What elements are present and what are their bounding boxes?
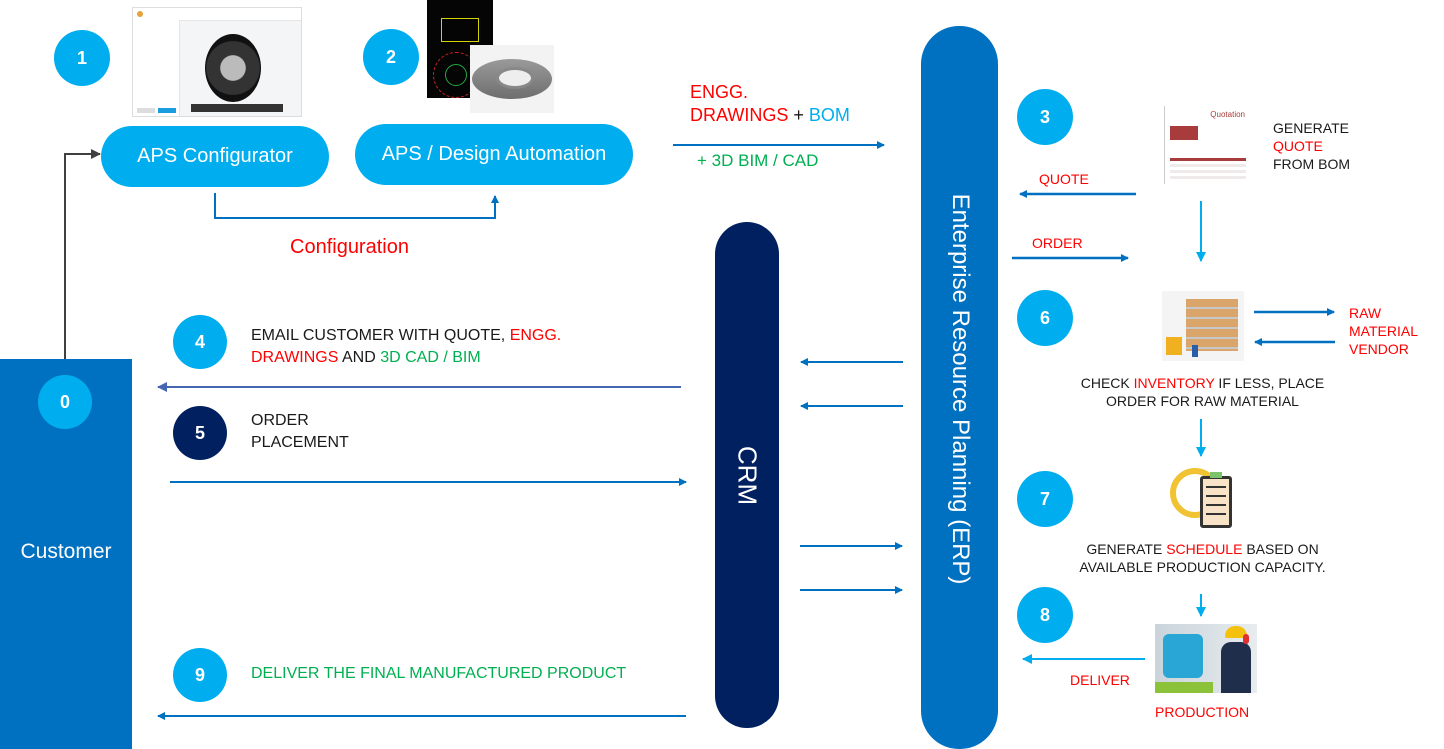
schedule-icon [1166,464,1242,530]
schedule-text: SCHEDULE [1166,541,1243,557]
generate-schedule-label: GENERATE SCHEDULE BASED ON AVAILABLE PRO… [1060,540,1345,576]
arrow-customer-to-configurator [64,149,101,359]
vendor-text: VENDOR [1349,341,1409,357]
email-engg-text: ENGG. [509,327,562,344]
deliver-arrow-label: DELIVER [1070,672,1130,688]
step-3-badge: 3 [1017,89,1073,145]
email-drawings-text: DRAWINGS [251,349,339,366]
check-rest-text: IF LESS, PLACE [1214,375,1325,391]
from-bom-text: FROM BOM [1273,156,1350,172]
order-arrow-label: ORDER [1032,235,1083,251]
drawings-text: DRAWINGS [690,105,789,125]
step-4-badge: 4 [173,315,227,369]
sched-rest-text: BASED ON [1242,541,1319,557]
email-customer-label: EMAIL CUSTOMER WITH QUOTE, ENGG. DRAWING… [251,325,561,369]
customer-label: Customer [20,540,112,563]
aps-design-automation-button[interactable]: APS / Design Automation [355,124,633,185]
generate-quote-label: GENERATE QUOTE FROM BOM [1273,119,1350,173]
engg-drawings-bom-label: ENGG. DRAWINGS + BOM [690,81,850,127]
bom-text: BOM [808,105,850,125]
inventory-text: INVENTORY [1133,375,1215,391]
bim-cad-label: + 3D BIM / CAD [697,151,819,170]
quote-arrow-label: QUOTE [1039,171,1089,187]
email-part1-text: EMAIL CUSTOMER WITH QUOTE, [251,327,510,344]
step-5-badge: 5 [173,406,227,460]
step-0-badge: 0 [38,375,92,429]
sched-line2-text: AVAILABLE PRODUCTION CAPACITY. [1079,559,1326,575]
check-text: CHECK [1080,375,1134,391]
gen-sched-text: GENERATE [1086,541,1167,557]
raw-text: RAW [1349,305,1382,321]
warehouse-image [1162,291,1244,361]
quotation-title: Quotation [1210,110,1245,119]
generate-text: GENERATE [1273,120,1349,136]
step-7-badge: 7 [1017,471,1073,527]
erp-block[interactable] [921,26,998,749]
aps-configurator-button[interactable]: APS Configurator [101,126,329,187]
order-line1-text: ORDER [251,412,309,429]
step-6-badge: 6 [1017,290,1073,346]
check-line2-text: ORDER FOR RAW MATERIAL [1106,393,1299,409]
email-and-text: AND [338,349,381,366]
configurator-screenshot-image [132,7,302,117]
step-8-badge: 8 [1017,587,1073,643]
raw-material-vendor-label: RAW MATERIAL VENDOR [1349,304,1418,358]
production-label: PRODUCTION [1155,704,1250,720]
arrow-configuration [214,193,499,219]
email-cad-text: 3D CAD / BIM [380,349,481,366]
plus-text: + [788,105,809,125]
material-text: MATERIAL [1349,323,1418,339]
crm-block[interactable] [715,222,779,728]
step-2-badge: 2 [363,29,419,85]
step-9-badge: 9 [173,648,227,702]
check-inventory-label: CHECK INVENTORY IF LESS, PLACE ORDER FOR… [1060,374,1345,410]
order-line2-text: PLACEMENT [251,434,349,451]
deliver-final-label: DELIVER THE FINAL MANUFACTURED PRODUCT [251,665,627,682]
configuration-label: Configuration [290,236,409,258]
quote-text: QUOTE [1273,138,1323,154]
flange-3d-image [470,45,554,113]
production-photo-image [1155,624,1257,693]
step-1-badge: 1 [54,30,110,86]
engg-text: ENGG. [690,82,749,102]
order-placement-label: ORDER PLACEMENT [251,410,349,454]
quotation-document-image: Quotation [1164,106,1249,184]
